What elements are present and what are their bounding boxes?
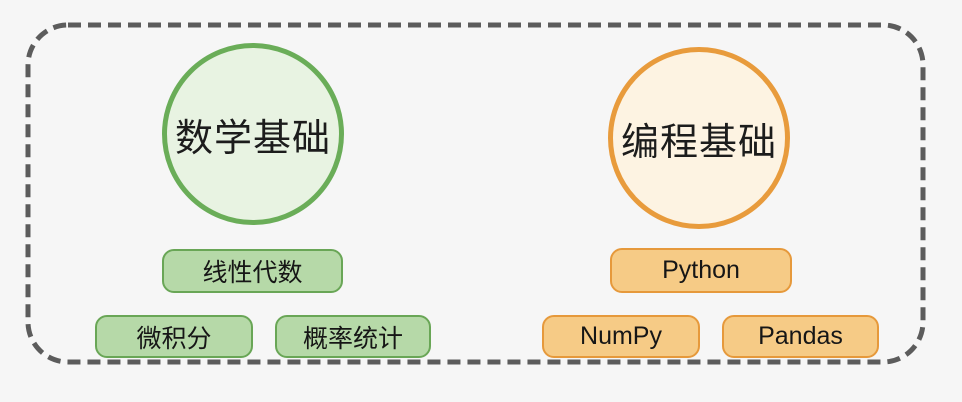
linear-algebra-label: 线性代数: [202, 259, 303, 287]
probability-statistics-node: 概率统计: [275, 315, 431, 358]
math-fundamentals-title: 数学基础: [174, 117, 331, 160]
programming-fundamentals-title: 编程基础: [620, 121, 777, 164]
calculus-node: 微积分: [95, 315, 253, 358]
calculus-label: 微积分: [136, 324, 212, 353]
python-node: Python: [610, 248, 792, 293]
probability-statistics-label: 概率统计: [302, 324, 403, 353]
python-label: Python: [662, 256, 740, 284]
numpy-label: NumPy: [580, 322, 662, 350]
math-fundamentals-circle: 数学基础: [162, 43, 344, 225]
pandas-node: Pandas: [722, 315, 879, 358]
pandas-label: Pandas: [758, 322, 843, 350]
linear-algebra-node: 线性代数: [162, 249, 343, 293]
programming-fundamentals-circle: 编程基础: [608, 47, 790, 229]
numpy-node: NumPy: [542, 315, 700, 358]
